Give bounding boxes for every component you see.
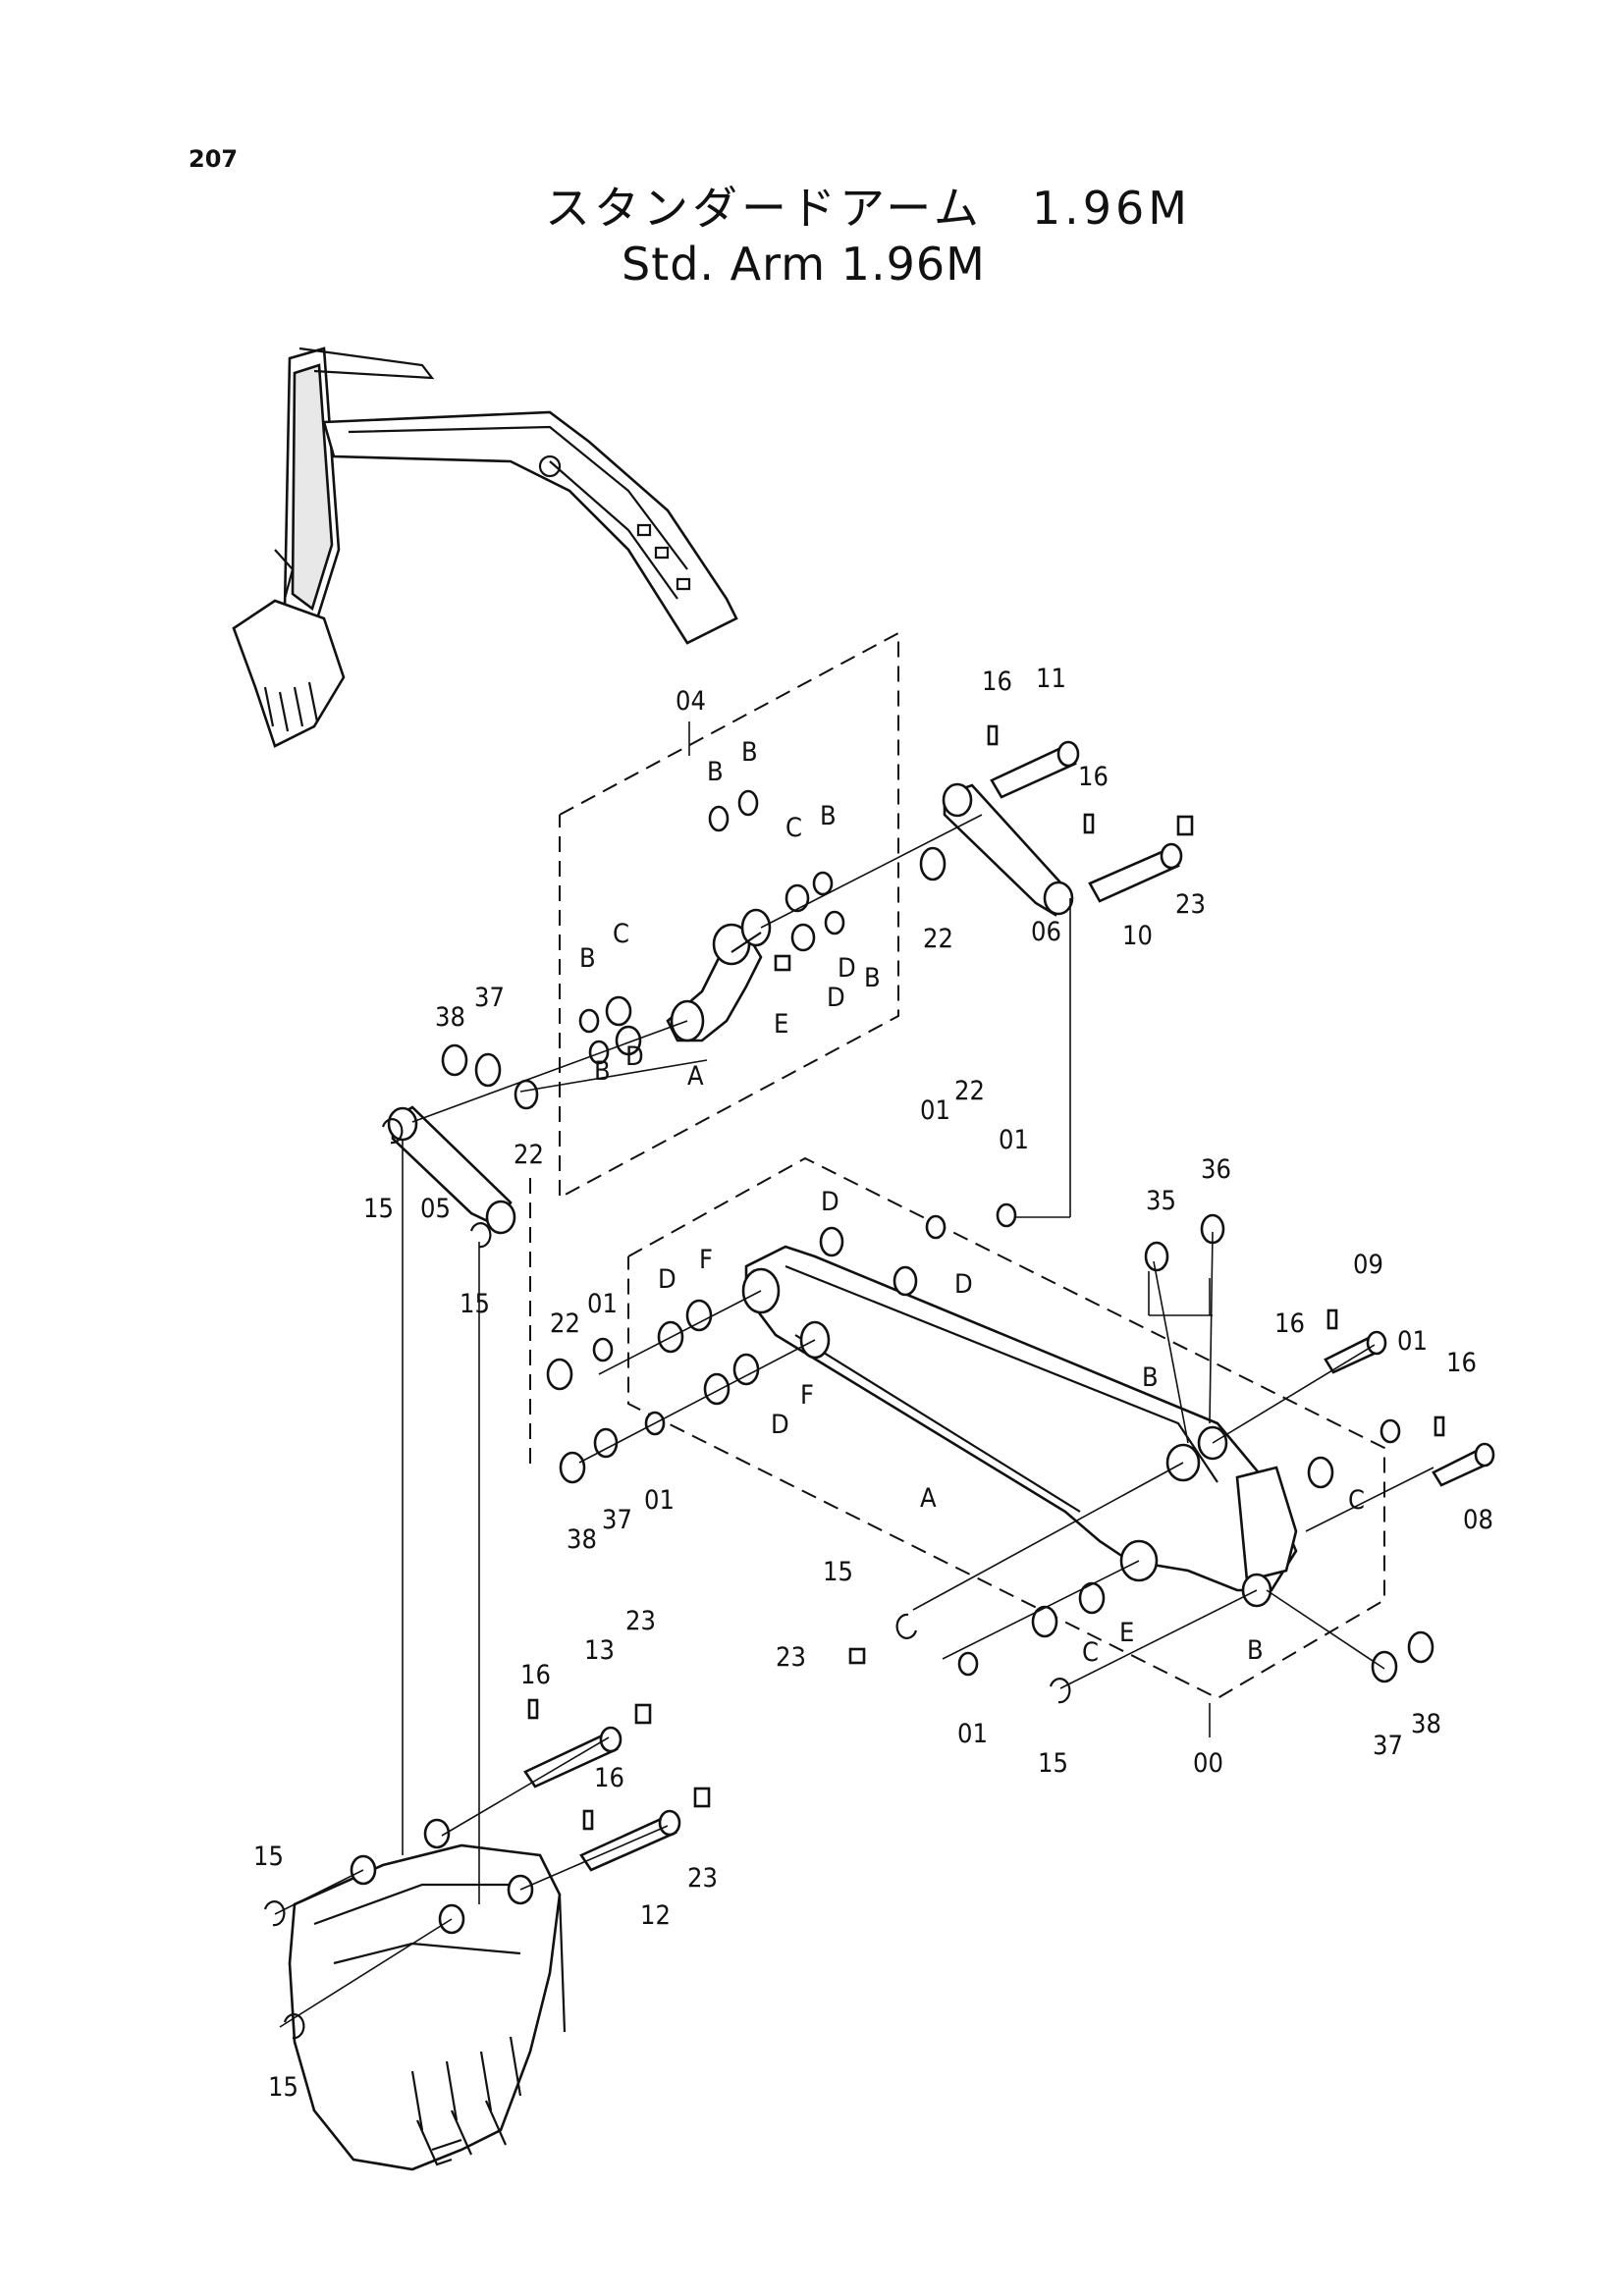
callout-D: D [625, 1041, 644, 1072]
excavator-overview-illustration [232, 347, 738, 748]
small-parts [263, 724, 1495, 2040]
callout-15: 15 [1038, 1748, 1068, 1779]
callout-16: 16 [982, 667, 1012, 697]
callout-D: D [771, 1410, 789, 1440]
callout-labels: 04 16 11 16 23 10 06 22 B B C B D B E D … [253, 664, 1493, 2103]
callout-A: A [920, 1483, 937, 1514]
callout-B: B [707, 757, 724, 787]
callout-15: 15 [460, 1289, 490, 1319]
callout-16: 16 [1078, 762, 1109, 792]
callout-09: 09 [1353, 1250, 1383, 1280]
title-english: Std. Arm 1.96M [622, 238, 986, 291]
callout-22: 22 [514, 1140, 544, 1170]
page-number: 207 [189, 145, 239, 173]
callout-C: C [613, 919, 629, 949]
callout-38: 38 [567, 1524, 597, 1555]
callout-36: 36 [1201, 1154, 1231, 1185]
callout-01: 01 [1397, 1326, 1428, 1357]
callout-D: D [658, 1264, 676, 1295]
callout-B: B [579, 943, 596, 974]
callout-01: 01 [920, 1095, 950, 1126]
callout-37: 37 [474, 983, 505, 1013]
callout-10: 10 [1122, 921, 1153, 951]
callout-16: 16 [520, 1660, 551, 1690]
callout-08: 08 [1463, 1505, 1493, 1535]
callout-38: 38 [435, 1002, 465, 1033]
dashed-group-04-outline [559, 631, 899, 1200]
callout-01: 01 [587, 1289, 618, 1319]
title-japanese: スタンダードアーム 1.96M [545, 182, 1191, 235]
callout-B: B [594, 1056, 611, 1087]
link-04 [666, 908, 772, 1042]
callout-D: D [838, 953, 856, 984]
callout-F: F [800, 1380, 814, 1411]
callout-23: 23 [776, 1642, 806, 1673]
dashed-group-00-outline [627, 1156, 1385, 1700]
callout-15: 15 [823, 1557, 853, 1587]
callout-23: 23 [1175, 889, 1206, 920]
callout-15: 15 [268, 2072, 298, 2103]
callout-C: C [1082, 1637, 1099, 1668]
callout-E: E [774, 1009, 788, 1040]
callout-16: 16 [1274, 1308, 1305, 1339]
callout-04: 04 [676, 686, 706, 717]
callout-16: 16 [594, 1763, 624, 1793]
callout-01: 01 [999, 1125, 1029, 1155]
callout-11: 11 [1036, 664, 1066, 694]
callout-A: A [687, 1061, 704, 1092]
callout-12: 12 [640, 1900, 671, 1931]
callout-22: 22 [550, 1308, 580, 1339]
callout-E: E [1119, 1618, 1134, 1648]
callout-D: D [954, 1269, 973, 1300]
callout-35: 35 [1146, 1186, 1176, 1216]
callout-38: 38 [1411, 1709, 1441, 1739]
callout-37: 37 [602, 1505, 632, 1535]
link-06 [942, 782, 1074, 917]
callout-C: C [785, 813, 802, 843]
callout-C: C [1348, 1485, 1365, 1516]
callout-01: 01 [644, 1485, 675, 1516]
callout-15: 15 [363, 1194, 394, 1224]
callout-00: 00 [1193, 1748, 1223, 1779]
callout-22: 22 [923, 924, 953, 954]
callout-B: B [1247, 1635, 1264, 1666]
callout-06: 06 [1031, 917, 1061, 947]
assembly-lines [274, 814, 1434, 2028]
callout-13: 13 [584, 1635, 615, 1666]
callout-37: 37 [1373, 1731, 1403, 1761]
callout-F: F [699, 1245, 713, 1275]
callout-D: D [827, 983, 845, 1013]
callout-B: B [820, 801, 837, 831]
callout-B: B [864, 963, 881, 993]
callout-B: B [741, 737, 758, 768]
callout-22: 22 [954, 1076, 985, 1106]
link-05 [387, 1105, 516, 1235]
callout-D: D [821, 1187, 839, 1217]
callout-01: 01 [957, 1719, 988, 1749]
callout-B: B [1142, 1362, 1159, 1393]
callout-23: 23 [625, 1606, 656, 1636]
callout-23: 23 [687, 1863, 718, 1894]
callout-16: 16 [1446, 1348, 1477, 1378]
callout-15: 15 [253, 1842, 284, 1872]
callout-05: 05 [420, 1194, 451, 1224]
